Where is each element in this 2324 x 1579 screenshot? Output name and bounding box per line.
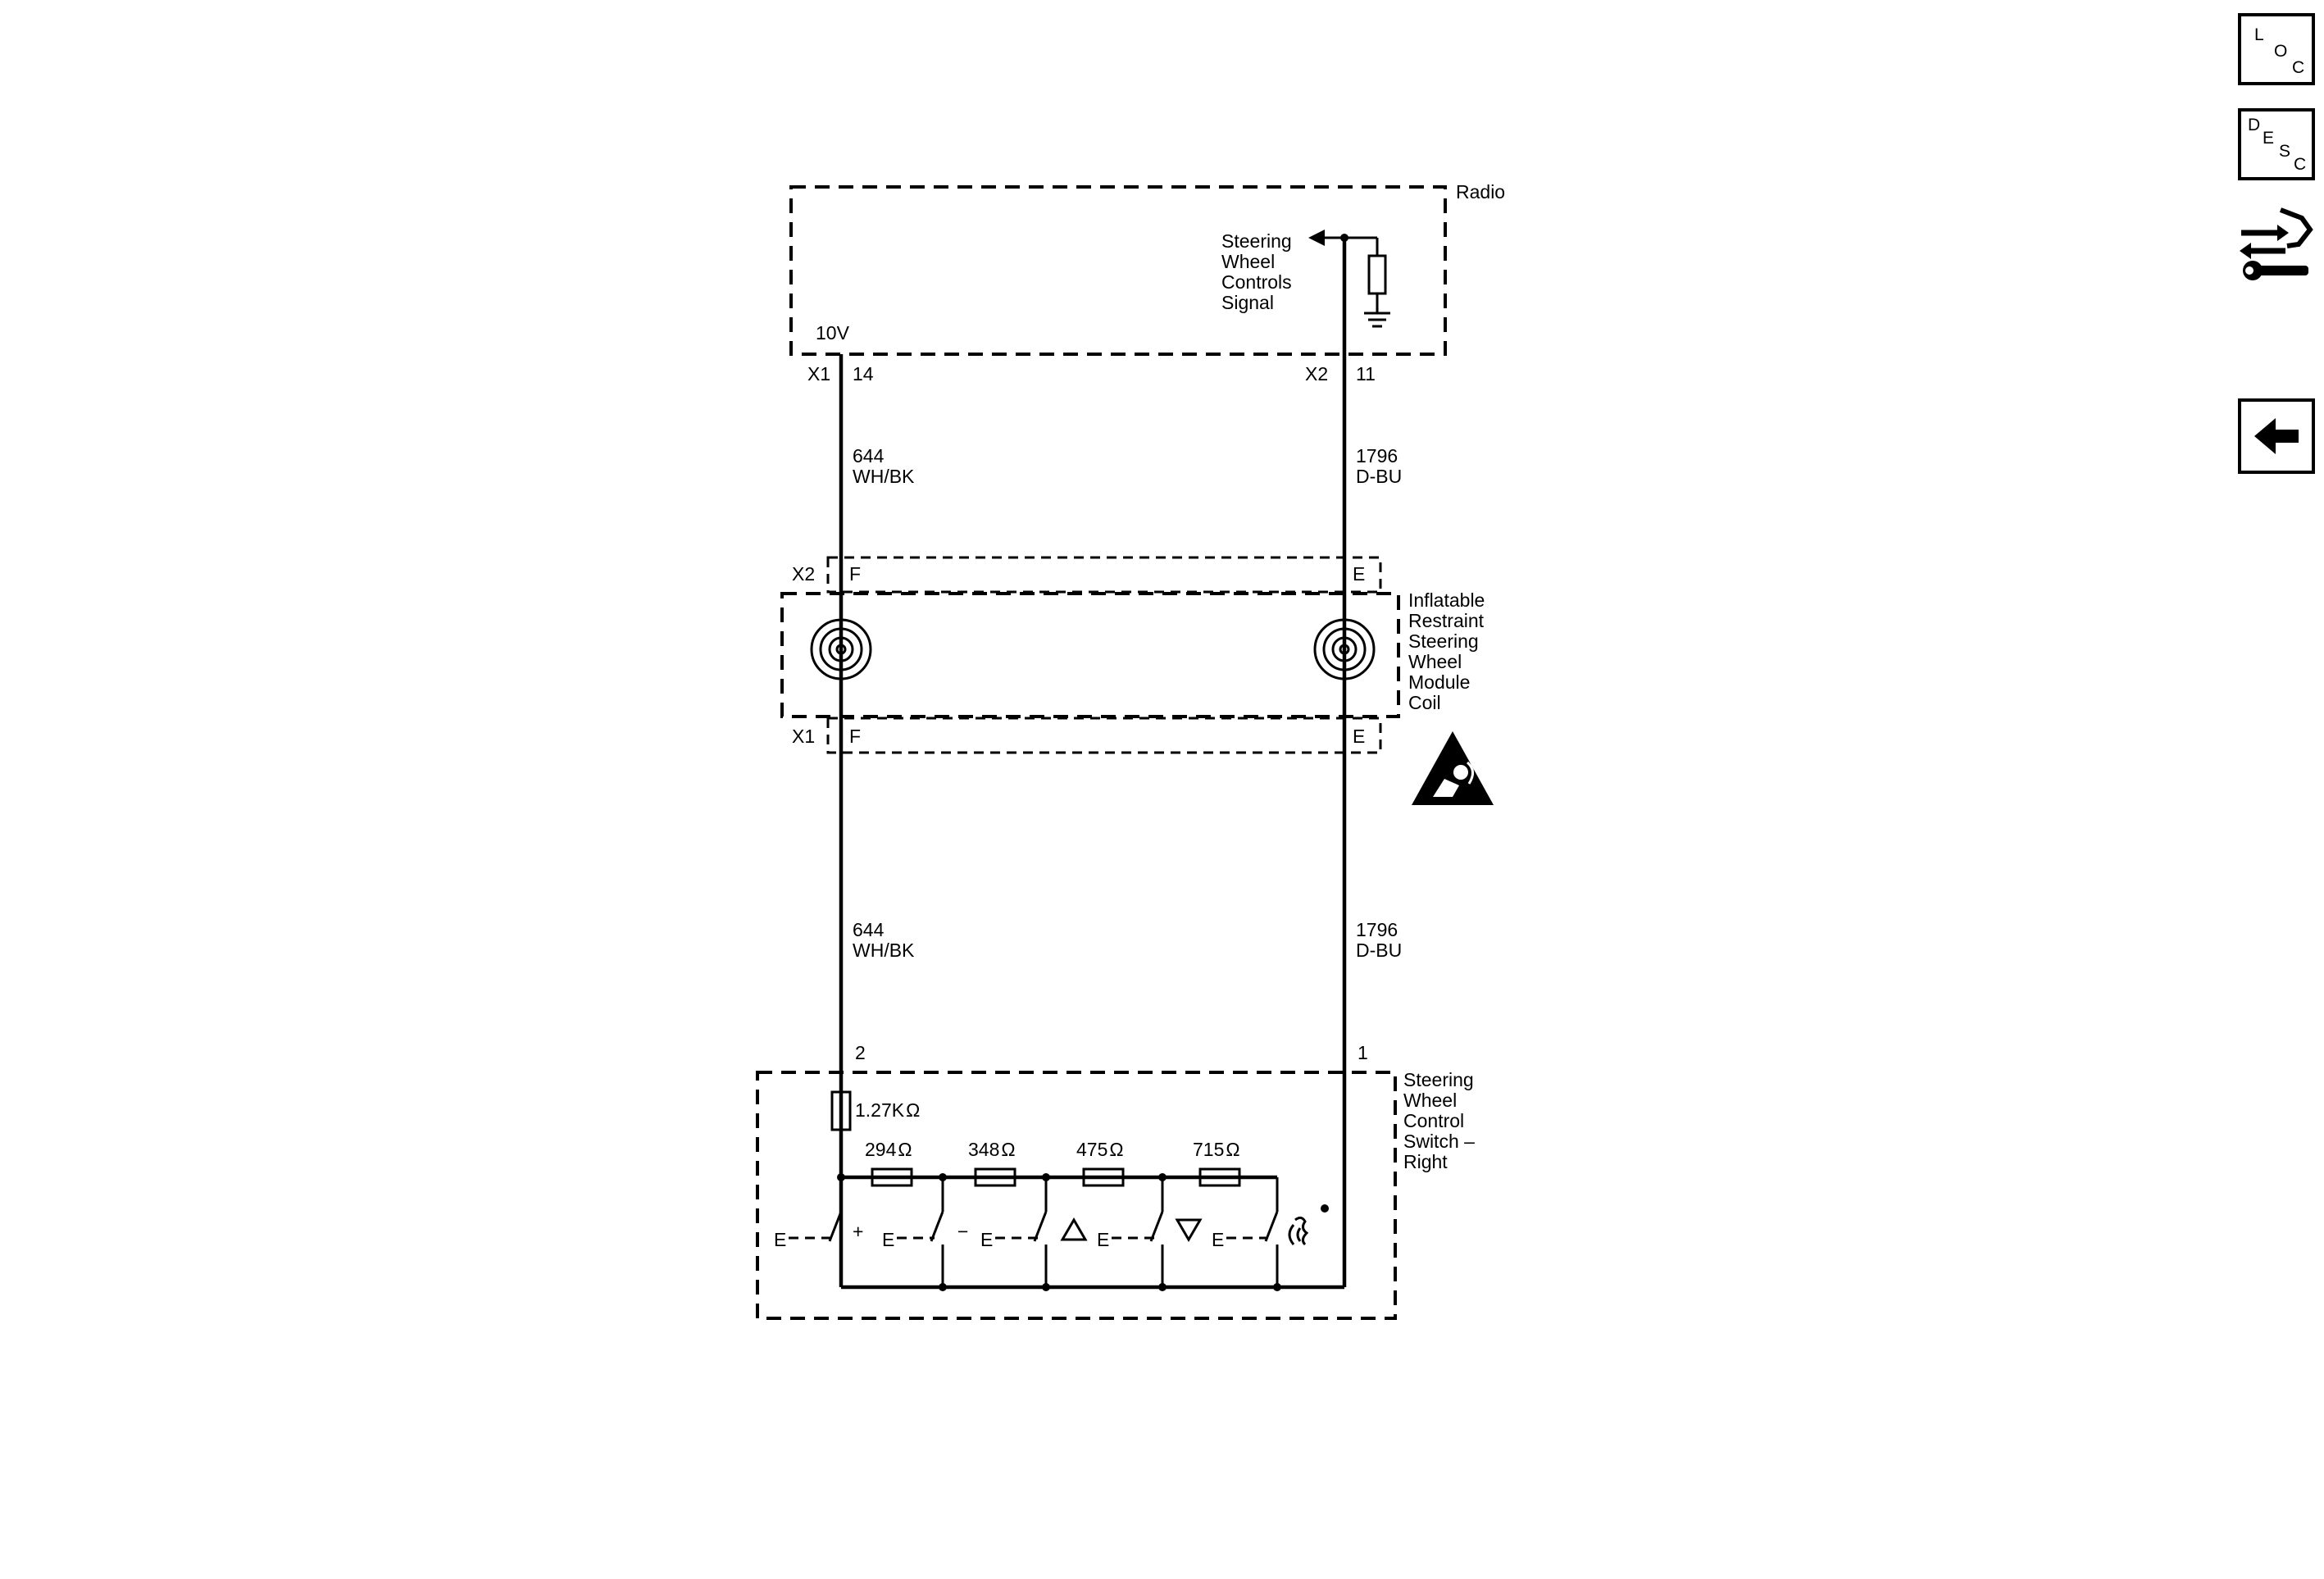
radio-box <box>789 185 1447 356</box>
signal-arrow <box>1308 230 1325 246</box>
clockspring-left-icon <box>810 618 872 680</box>
desc-letter-e: E <box>2263 129 2275 148</box>
svg-text:E: E <box>882 1229 894 1250</box>
signal-label-line-4: Signal <box>1221 292 1274 313</box>
desc-button[interactable]: D E S C <box>2238 108 2315 180</box>
switch-contacts <box>828 1177 1279 1287</box>
connector-x2-label: X2 <box>1305 363 1328 385</box>
radio-module: Radio Steering Wheel Controls Signal 10V <box>789 181 1505 356</box>
signal-label-line-1: Steering <box>1221 230 1292 252</box>
signal-label-line-3: Controls <box>1221 271 1292 293</box>
series-resistor <box>830 1090 852 1131</box>
coil-connector-bottom <box>826 717 1382 754</box>
loc-letter-c: C <box>2292 58 2305 77</box>
switch-label-line-3: Control <box>1403 1110 1464 1131</box>
svg-text:E: E <box>1212 1229 1224 1250</box>
coil-label-line-4: Wheel <box>1408 651 1462 672</box>
coil-label-line-2: Restraint <box>1408 610 1485 631</box>
wire-644-color-upper: WH/BK <box>853 466 915 487</box>
coil-bottom-pin-e: E <box>1353 726 1365 747</box>
svg-text:E: E <box>980 1229 993 1250</box>
wire-1796-circuit-lower: 1796 <box>1356 919 1398 940</box>
svg-text:E: E <box>774 1229 786 1250</box>
coil-top-pin-f: F <box>849 563 861 585</box>
resistor-348 <box>974 1167 1016 1187</box>
resistor-475-label: 475Ω <box>1076 1139 1124 1160</box>
desc-letter-c: C <box>2294 155 2307 174</box>
switch-pin-2-label: 2 <box>855 1042 866 1063</box>
signal-label-line-2: Wheel <box>1221 251 1275 272</box>
wire-1796-color-lower: D-BU <box>1356 940 1402 961</box>
wire-1796-circuit-upper: 1796 <box>1356 445 1398 466</box>
resistor-715-label: 715Ω <box>1193 1139 1240 1160</box>
switch-pin-1-label: 1 <box>1358 1042 1368 1063</box>
switch-actuators: E E E E E <box>774 1229 1267 1250</box>
resistor-348-label: 348Ω <box>968 1139 1016 1160</box>
ground-symbol <box>1364 312 1390 328</box>
voice-recognition-icon <box>1288 1204 1329 1246</box>
wire-644-circuit-lower: 644 <box>853 919 885 940</box>
desc-letter-d: D <box>2248 116 2261 134</box>
loc-letter-l: L <box>2254 25 2264 44</box>
loc-letter-o: O <box>2274 42 2288 61</box>
switch-label-line-4: Switch – <box>1403 1131 1475 1152</box>
coil-connector-top <box>826 556 1382 594</box>
series-resistor-label: 1.27KΩ <box>855 1099 920 1121</box>
pin-11-label: 11 <box>1356 363 1376 385</box>
coil-label-line-3: Steering <box>1408 630 1479 652</box>
switch-label-line-2: Wheel <box>1403 1090 1457 1111</box>
coil-connector-top-name: X2 <box>792 563 815 585</box>
desc-letter-s: S <box>2279 142 2291 161</box>
airbag-warning-icon <box>1412 731 1494 805</box>
resistor-475 <box>1082 1167 1125 1187</box>
wire-644-circuit-upper: 644 <box>853 445 885 466</box>
pin-14-label: 14 <box>853 363 874 385</box>
seek-down-icon <box>1175 1218 1203 1242</box>
coil-label-line-1: Inflatable <box>1408 589 1485 611</box>
switch-label-line-5: Right <box>1403 1151 1448 1172</box>
wire-644-color-lower: WH/BK <box>853 940 915 961</box>
connector-repair-icon[interactable] <box>2236 200 2318 282</box>
voltage-label: 10V <box>816 322 850 344</box>
radio-label: Radio <box>1456 181 1505 202</box>
wire-1796-color-upper: D-BU <box>1356 466 1402 487</box>
connector-x1-label: X1 <box>807 363 830 385</box>
back-button[interactable] <box>2238 398 2315 474</box>
coil-connector-bottom-name: X1 <box>792 726 815 747</box>
volume-up-glyph: + <box>853 1221 863 1242</box>
coil-label-line-6: Coil <box>1408 692 1441 713</box>
switch-box <box>756 1071 1397 1320</box>
seek-up-icon <box>1060 1217 1088 1241</box>
back-arrow-icon <box>2254 418 2299 454</box>
svg-text:E: E <box>1097 1229 1109 1250</box>
resistor-294-label: 294Ω <box>865 1139 912 1160</box>
switch-label-line-1: Steering <box>1403 1069 1474 1090</box>
resistor-715 <box>1198 1167 1241 1187</box>
clockspring-right-icon <box>1313 618 1376 680</box>
loc-button[interactable]: L O C <box>2238 13 2315 85</box>
coil-box <box>780 592 1400 718</box>
volume-down-glyph: − <box>957 1221 968 1242</box>
coil-top-pin-e: E <box>1353 563 1365 585</box>
resistor-294 <box>871 1167 913 1187</box>
coil-label-line-5: Module <box>1408 671 1470 693</box>
coil-bottom-pin-f: F <box>849 726 861 747</box>
pull-down-resistor <box>1367 254 1387 295</box>
